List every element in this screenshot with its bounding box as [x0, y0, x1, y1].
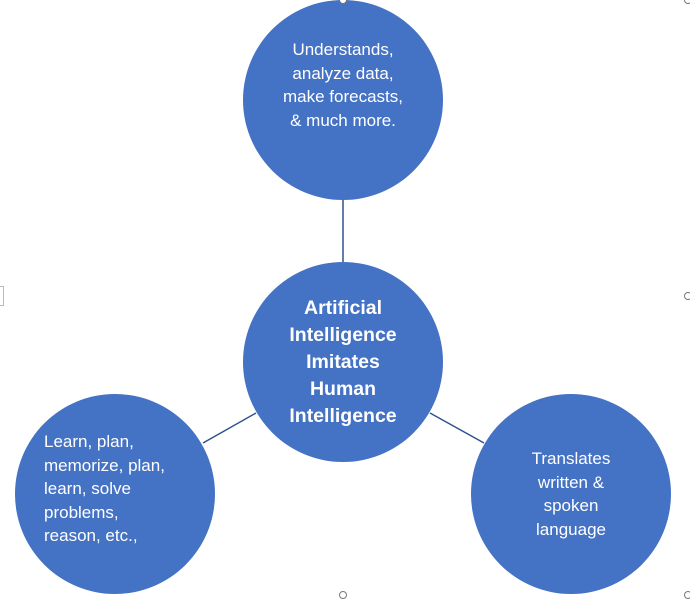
node-text: Translates: [531, 449, 611, 468]
node-text: Intelligence: [289, 404, 397, 427]
node-text: & much more.: [290, 110, 396, 130]
node-text: Imitates: [306, 350, 380, 373]
node-text: Intelligence: [289, 323, 397, 346]
node-text: language: [536, 519, 606, 539]
node-text: written &: [537, 472, 605, 492]
node-center[interactable]: Artificial Intelligence Imitates Human I…: [243, 262, 443, 462]
node-text: problems,: [44, 502, 119, 522]
resize-handle-bottom-right[interactable]: [684, 591, 690, 599]
node-text: Learn, plan,: [44, 432, 134, 452]
resize-handle-bottom[interactable]: [339, 591, 347, 599]
node-text: reason, etc.,: [44, 526, 138, 546]
node-text: memorize, plan,: [44, 455, 165, 475]
node-top[interactable]: Understands, analyze data, make forecast…: [243, 0, 443, 200]
node-text: Understands,: [292, 40, 394, 59]
node-text: learn, solve: [44, 479, 131, 499]
node-text: Artificial: [303, 296, 383, 319]
node-text: Human: [309, 377, 377, 400]
node-left[interactable]: Learn, plan, memorize, plan, learn, solv…: [15, 394, 215, 594]
resize-handle-top-right[interactable]: [684, 0, 690, 4]
connector-left: [202, 412, 257, 444]
resize-handle-left[interactable]: [0, 286, 4, 306]
resize-handle-right[interactable]: [684, 292, 690, 300]
node-text: analyze data,: [292, 63, 394, 83]
node-text: make forecasts,: [283, 87, 403, 106]
node-text: spoken: [543, 496, 599, 515]
node-right[interactable]: Translates written & spoken language: [471, 394, 671, 594]
connector-right: [429, 412, 485, 444]
